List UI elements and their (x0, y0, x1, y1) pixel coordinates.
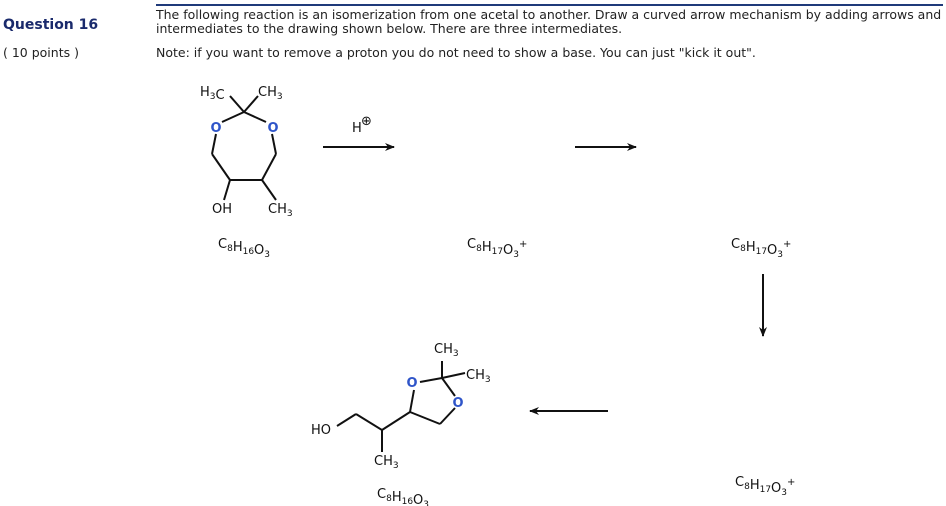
start-molecule (211, 95, 277, 201)
start-ring-oxygen-right: O (267, 121, 278, 136)
header-rule (156, 4, 943, 6)
reagent-proton-label: H (352, 121, 362, 136)
start-ring-oxygen-left: O (210, 121, 221, 136)
question-prompt: The following reaction is an isomerizati… (156, 7, 942, 36)
start-formula: C8H16O3 (218, 237, 270, 260)
start-hydroxyl: OH (212, 202, 232, 217)
question-points: ( 10 points ) (3, 45, 79, 60)
product-methyl-bottom: CH3 (374, 454, 399, 471)
product-molecule (336, 361, 466, 452)
reagent-charge: ⊕ (361, 114, 372, 129)
question-title: Question 16 (3, 17, 99, 33)
intermediate-3-formula: C8H17O3+ (735, 475, 795, 498)
start-methyl-right: CH3 (258, 85, 283, 102)
product-hydroxyl: HO (311, 423, 331, 438)
product-formula: C8H16O3 (377, 487, 429, 506)
start-methyl: CH3 (268, 202, 293, 219)
intermediate-1-formula: C8H17O3+ (467, 237, 527, 260)
product-methyl-top: CH3 (434, 342, 459, 359)
intermediate-2-formula: C8H17O3+ (731, 237, 791, 260)
product-methyl-right: CH3 (466, 368, 491, 385)
product-ring-oxygen-right: O (452, 396, 463, 411)
product-ring-oxygen-left: O (406, 376, 417, 391)
question-note: Note: if you want to remove a proton you… (156, 45, 756, 60)
start-methyl-left: H3C (200, 85, 225, 103)
